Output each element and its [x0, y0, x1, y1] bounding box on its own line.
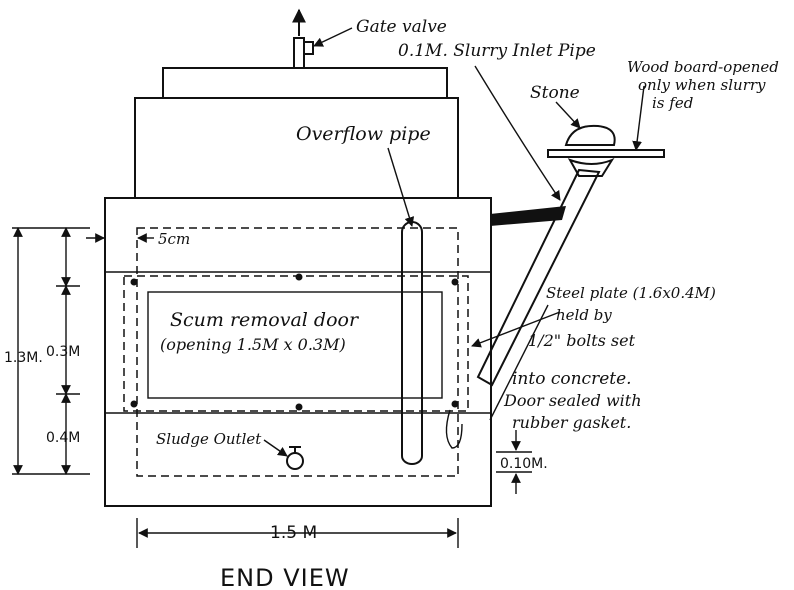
dim-width-label: 1.5 M — [270, 523, 317, 543]
gas-outlet-pipe — [293, 37, 305, 69]
inlet-funnel — [567, 157, 615, 177]
gate-valve-icon — [303, 41, 314, 55]
steel-plate-label-line2: held by — [556, 306, 612, 324]
overflow-pipe — [401, 221, 423, 465]
sludge-outlet-icon — [286, 452, 304, 470]
stone-icon — [564, 124, 616, 146]
steel-plate-label-line4: into concrete. — [512, 369, 632, 389]
bolt-icon — [130, 278, 138, 286]
steel-plate-arrow — [471, 311, 561, 348]
bolt-icon — [451, 278, 459, 286]
sludge-outlet-arrow — [263, 439, 288, 457]
dim-mid-label: 0.3M — [46, 344, 80, 360]
stone-arrow — [555, 101, 581, 129]
inlet-entry — [490, 206, 566, 226]
door-hook-icon — [445, 409, 463, 449]
steel-plate-label-line1: Steel plate (1.6x0.4M) — [546, 284, 716, 302]
scum-door-label-line2: (opening 1.5M x 0.3M) — [160, 335, 346, 354]
scum-door-opening — [147, 291, 443, 399]
wood-board-label-line3: is fed — [652, 94, 693, 112]
inner-dashed-wall — [136, 227, 459, 477]
gas-holder-body — [134, 97, 459, 199]
inlet-pipe-label: 0.1M. Slurry Inlet Pipe — [398, 41, 596, 61]
wood-board-label-line1: Wood board-opened — [627, 58, 779, 76]
bolt-icon — [295, 403, 303, 411]
steel-plate-label-line3: 1/2" bolts set — [528, 331, 636, 350]
bolt-icon — [130, 400, 138, 408]
gate-valve-label: Gate valve — [356, 17, 447, 37]
wood-board-label-line2: only when slurry — [638, 76, 766, 94]
steel-plate-label-line5: Door sealed with — [503, 391, 642, 410]
overflow-pipe-label: Overflow pipe — [296, 123, 431, 145]
inlet-pipe-arrow — [474, 65, 561, 201]
stone-label: Stone — [530, 83, 580, 103]
sludge-outlet-label: Sludge Outlet — [156, 430, 262, 448]
wood-board — [547, 149, 665, 158]
wood-board-arrow — [632, 85, 645, 151]
scum-door-label-line1: Scum removal door — [170, 309, 360, 331]
dim-base-label: 0.10M. — [500, 456, 548, 472]
dim-total-label: 1.3M. — [4, 350, 43, 366]
five-cm-label: 5cm — [158, 230, 190, 248]
slurry-inlet-pipe — [476, 168, 601, 387]
steel-plate-leader — [489, 304, 549, 421]
gas-holder-top-block — [162, 67, 448, 99]
dim-low-label: 0.4M — [46, 430, 80, 446]
overflow-pipe-arrow — [387, 147, 415, 227]
bolt-icon — [451, 400, 459, 408]
gate-valve-arrow — [313, 27, 353, 47]
steel-plate-label-line6: rubber gasket. — [512, 413, 631, 432]
view-title: END VIEW — [220, 564, 350, 590]
bolt-icon — [295, 273, 303, 281]
